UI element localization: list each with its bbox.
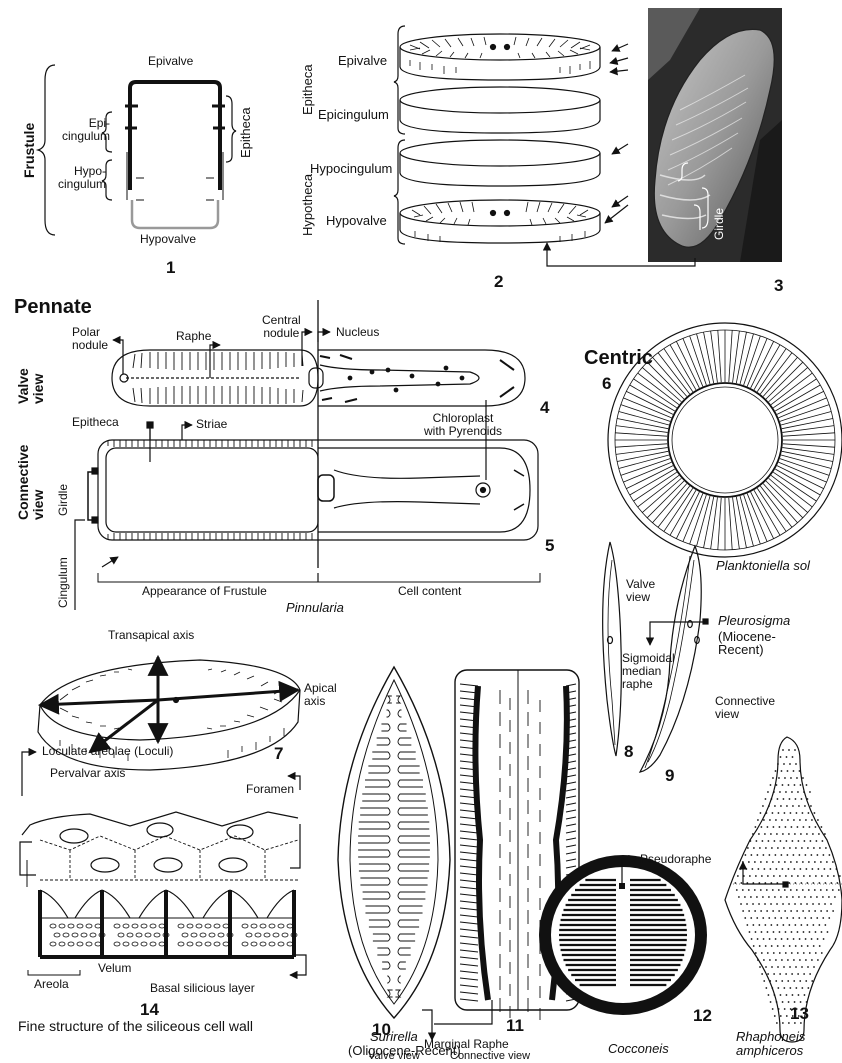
fig1-hypovalve-label: Hypovalve [140,233,196,246]
epitheca-label: Epitheca [72,416,119,429]
fig2-hypovalve-label: Hypovalve [326,214,387,227]
pervalvar-axis-label: Pervalvar axis [50,767,125,780]
fig1-epitheca-label: Epitheca [238,107,253,158]
fig10-surirella-valve [338,667,450,1040]
fig12-number: 12 [693,1006,712,1026]
fig1-frustule-label: Frustule [22,123,37,178]
central-nodule-label: Central nodule [262,314,301,340]
pleurosigma-connective-view-label: Connective view [715,695,775,721]
fig2-hypotheca-label: Hypotheca [300,174,315,236]
pleurosigma-age-label: (Miocene- Recent) [718,630,776,656]
pleurosigma-label: Pleurosigma [718,614,790,627]
fig2-epitheca-label: Epitheca [300,64,315,115]
fig2-epivalve-label: Epivalve [338,54,387,67]
pinnularia-label: Pinnularia [286,601,344,614]
fig3-girdle-label: Girdle [712,208,726,240]
fig3-number: 3 [774,276,783,296]
centric-heading: Centric [584,347,653,370]
cocconeis-label: Cocconeis [608,1042,669,1055]
fig8-number: 8 [624,742,633,762]
pseudoraphe-label: Pseudoraphe [640,853,711,866]
fig2-hypocingulum-label: Hypocingulum [310,162,392,175]
fig1-epicingulum-label: Epi- cingulum [62,117,110,143]
velum-label: Velum [98,962,131,975]
chloroplast-label: Chloroplast with Pyrenoids [424,412,502,438]
raphe-label: Raphe [176,330,211,343]
rhaphoneis-label: Rhaphoneis amphiceros [736,1030,805,1058]
pennate-heading: Pennate [14,296,92,319]
apical-axis-label: Apical axis [304,682,337,708]
surirella-label: Surirella [370,1030,418,1043]
polar-nodule-label: Polar nodule [72,326,108,352]
foramen-label: Foramen [246,783,294,796]
fig5-number: 5 [545,536,554,556]
valve-view-label: Valve view [16,368,46,404]
fig2-epicingulum-label: Epicingulum [318,108,389,121]
fig3-sem-photo [547,8,782,266]
fig2-number: 2 [494,272,503,292]
transapical-axis-label: Transapical axis [108,629,194,642]
fig1-epivalve-label: Epivalve [148,55,193,68]
fig4-number: 4 [540,398,549,418]
fig1-frustule-section [38,65,236,235]
fig5-pinnularia-connective-view [75,300,540,610]
girdle-label: Girdle [56,484,70,516]
fig13-rhaphoneis [725,737,842,1042]
cell-content-label: Cell content [398,585,461,598]
nucleus-label: Nucleus [336,326,379,339]
loculate-label: Loculate areolae (Loculi) [42,745,173,758]
fig7-number: 7 [274,744,283,764]
appearance-label: Appearance of Frustule [142,585,267,598]
fig2-exploded-frustule [394,26,628,244]
sigmoidal-raphe-label: Sigmoidal median raphe [622,652,675,691]
fig14-number: 14 [140,1000,159,1020]
fig6-number: 6 [602,374,611,394]
cingulum-label: Cingulum [56,557,70,608]
fig13-number: 13 [790,1004,809,1024]
fig12-cocconeis [539,855,707,1015]
basal-layer-label: Basal silicious layer [150,982,255,995]
areola-label: Areola [34,978,69,991]
striae-label: Striae [196,418,227,431]
fig1-hypocingulum-label: Hypo- cingulum [58,165,106,191]
planktoniella-label: Planktoniella sol [716,559,810,572]
fig9-number: 9 [665,766,674,786]
bottom-captions: Surirella (Oligocene-Recent) Cocconeis R… [0,1030,842,1059]
surirella-age-label: (Oligocene-Recent) [348,1044,461,1057]
connective-view-label: Connective view [16,445,46,520]
fig1-number: 1 [166,258,175,278]
pleurosigma-valve-view-label: Valve view [626,578,655,604]
